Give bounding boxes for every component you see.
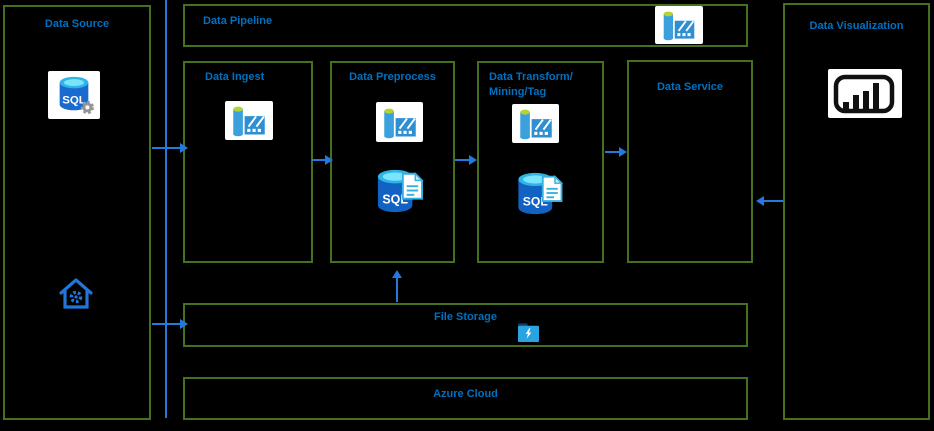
data-pipeline-box: Data Pipeline bbox=[183, 4, 748, 47]
source-boundary-line bbox=[165, 0, 167, 418]
data-ingest-box: Data Ingest bbox=[183, 61, 313, 263]
azure-cloud-box: Azure Cloud bbox=[183, 377, 748, 420]
data-factory-icon bbox=[655, 6, 703, 44]
power-bi-icon bbox=[828, 69, 902, 118]
data-factory-icon bbox=[225, 101, 273, 140]
data-factory-icon bbox=[512, 104, 559, 143]
azure-cloud-title: Azure Cloud bbox=[433, 388, 498, 400]
data-source-title: Data Source bbox=[44, 18, 110, 30]
on-premises-house-gear-icon bbox=[57, 276, 95, 317]
data-visualization-title: Data Visualization bbox=[809, 20, 904, 32]
data-preprocess-box: Data Preprocess bbox=[330, 61, 455, 263]
data-ingest-title: Data Ingest bbox=[205, 71, 265, 83]
data-service-box: Data Service bbox=[627, 60, 753, 263]
file-storage-box: File Storage bbox=[183, 303, 748, 347]
storage-folder-lightning-icon bbox=[517, 321, 540, 348]
file-storage-title: File Storage bbox=[434, 311, 497, 323]
data-transform-title-line1: Data Transform/ bbox=[489, 71, 573, 83]
sql-database-script-icon bbox=[514, 171, 564, 221]
data-transform-box: Data Transform/ Mining/Tag bbox=[477, 61, 604, 263]
data-pipeline-title: Data Pipeline bbox=[203, 15, 273, 27]
data-factory-icon bbox=[376, 102, 423, 142]
sql-database-script-icon bbox=[374, 168, 424, 219]
data-preprocess-title: Data Preprocess bbox=[349, 71, 436, 83]
data-visualization-box: Data Visualization bbox=[783, 3, 930, 420]
data-source-box: Data Source bbox=[3, 5, 151, 420]
data-service-title: Data Service bbox=[656, 81, 724, 93]
data-transform-title-line2: Mining/Tag bbox=[489, 85, 547, 98]
sql-server-database-icon bbox=[48, 71, 100, 119]
